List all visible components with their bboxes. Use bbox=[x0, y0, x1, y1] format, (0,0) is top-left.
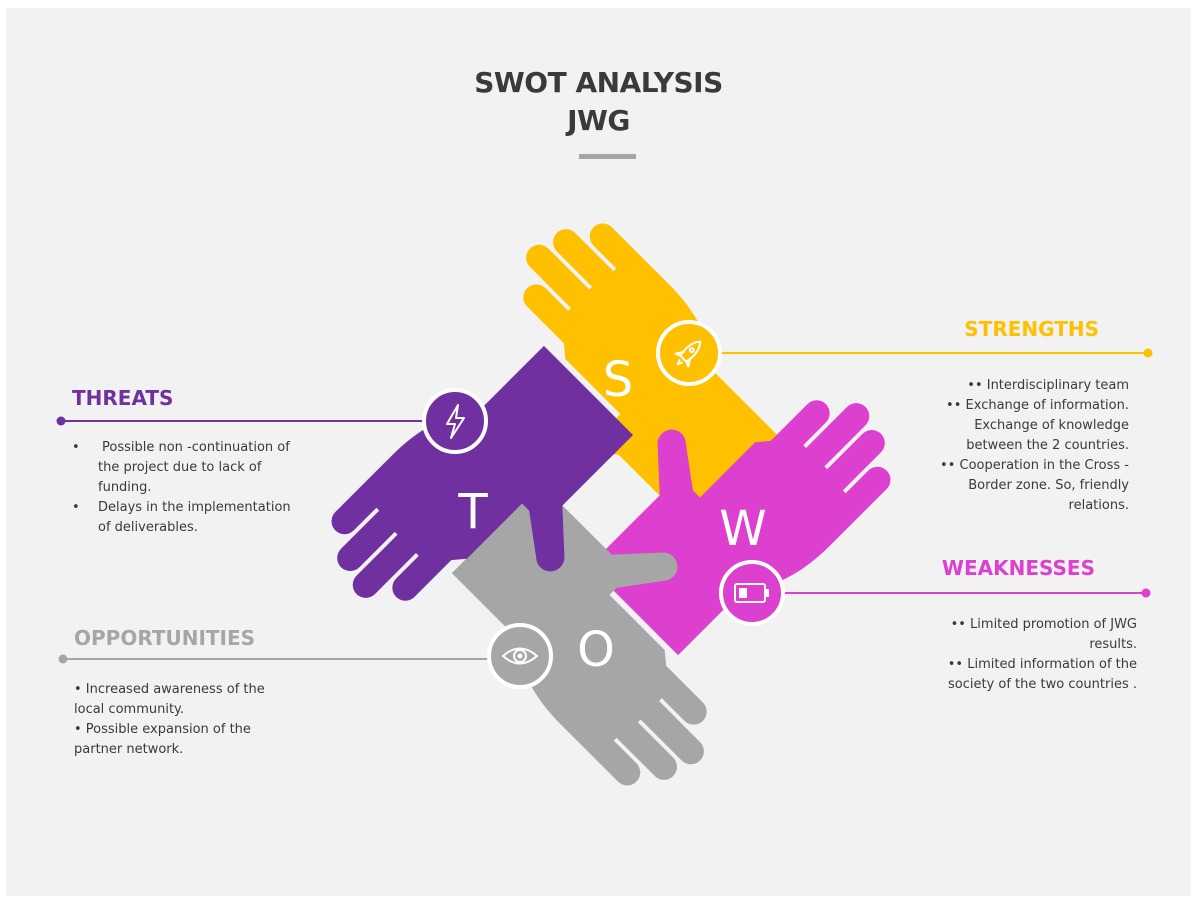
list-item: •• Limited promotion of JWG bbox=[950, 617, 1137, 632]
threats-list: Possible non -continuation of the projec… bbox=[72, 438, 291, 538]
list-item: partner network. bbox=[74, 742, 184, 757]
list-item: between the 2 countries. bbox=[966, 438, 1129, 453]
slide-title: SWOT ANALYSIS bbox=[474, 66, 723, 99]
opportunities-list: • Increased awareness of the local commu… bbox=[74, 680, 265, 760]
list-item: Border zone. So, friendly bbox=[968, 478, 1129, 493]
rocket-icon bbox=[656, 320, 722, 386]
list-item: •• Limited information of the bbox=[947, 657, 1137, 672]
weaknesses-heading: WEAKNESSES bbox=[941, 556, 1095, 580]
list-item: Possible non -continuation of bbox=[72, 438, 291, 458]
list-item: local community. bbox=[74, 702, 185, 717]
opportunities-connector bbox=[58, 654, 501, 664]
battery-low-icon bbox=[719, 560, 785, 626]
strengths-letter: S bbox=[603, 352, 633, 408]
list-item: •• Cooperation in the Cross - bbox=[940, 458, 1129, 473]
list-item: funding. bbox=[98, 480, 152, 495]
weaknesses-connector bbox=[776, 588, 1151, 598]
strengths-connector bbox=[711, 348, 1153, 358]
list-item: •• Interdisciplinary team bbox=[967, 378, 1129, 393]
threats-letter: T bbox=[457, 484, 488, 540]
list-item: of deliverables. bbox=[98, 520, 198, 535]
list-item: Exchange of knowledge bbox=[974, 418, 1129, 433]
list-item: relations. bbox=[1068, 498, 1129, 513]
list-item: • Increased awareness of the bbox=[74, 682, 265, 697]
opportunities-letter: O bbox=[577, 622, 615, 678]
weaknesses-list: •• Limited promotion of JWG results. •• … bbox=[948, 615, 1137, 695]
strengths-list: •• Interdisciplinary team •• Exchange of… bbox=[940, 376, 1129, 516]
threats-heading: THREATS bbox=[72, 386, 174, 410]
slide: SWOT ANALYSIS JWG bbox=[6, 8, 1191, 896]
lightning-icon bbox=[422, 388, 488, 454]
weaknesses-letter: W bbox=[719, 501, 766, 557]
slide-subtitle: JWG bbox=[567, 104, 630, 137]
title-underline bbox=[579, 154, 636, 159]
list-item: society of the two countries . bbox=[947, 677, 1137, 692]
threats-connector bbox=[56, 416, 431, 426]
eye-icon bbox=[487, 623, 553, 689]
list-item: the project due to lack of bbox=[98, 460, 262, 475]
opportunities-heading: OPPORTUNITIES bbox=[74, 626, 256, 650]
swot-diagram: S W O T bbox=[56, 196, 1153, 813]
list-item: • Possible expansion of the bbox=[74, 722, 251, 737]
strengths-heading: STRENGTHS bbox=[964, 317, 1099, 341]
list-item: •• Exchange of information. bbox=[946, 398, 1129, 413]
list-item: results. bbox=[1089, 637, 1137, 652]
list-item: Delays in the implementation bbox=[72, 498, 291, 518]
